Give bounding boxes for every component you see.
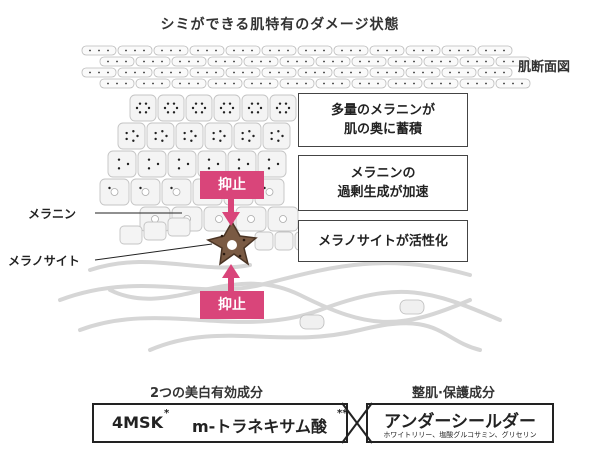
footnote-mark: ** [337,408,348,419]
footnote-mark: * [164,408,170,419]
diagram-title: シミができる肌特有のダメージ状態 [160,17,400,33]
inhibit-tag-top: 抑止 [200,171,264,199]
inhibit-arrow-up [222,264,240,292]
ingredient-4msk: 4MSK [112,413,163,432]
conditioning-ingredients-box: アンダーシールダー ホワイトリリー、塩酸グルコサミン、グリセリン [366,403,554,443]
melanin-label: メラニン [28,207,77,221]
callout-line: メラニンの [350,166,416,181]
callout-line: 肌の奥に蓄積 [343,122,422,137]
callout-melanocyte-activation: メラノサイトが活性化 [298,220,468,262]
callout-line: 多量のメラニンが [330,103,435,118]
ingredient-connector [341,402,373,444]
inhibit-arrow-down [222,198,240,226]
melanocyte-cell [206,220,258,266]
ingredient-tranexamic-acid: m-トラネキサム酸 [192,417,327,436]
whitening-ingredients-heading: 2つの美白有効成分 [150,386,264,401]
dermis-fibers [58,260,502,352]
callout-line: 過剰生成が加速 [337,185,429,200]
inhibit-tag-bottom: 抑止 [200,291,264,319]
conditioning-ingredients-heading: 整肌·保護成分 [412,386,495,401]
melanocyte-pointer-line [94,243,213,261]
ingredient-under-shielder: アンダーシールダー [384,412,536,432]
callout-melanin-overproduction: メラニンの 過剰生成が加速 [298,155,468,211]
cross-section-label: 肌断面図 [518,60,571,75]
callout-line: メラノサイトが活性化 [318,233,448,249]
stratum-corneum [81,45,531,89]
callout-melanin-accumulation: 多量のメラニンが 肌の奥に蓄積 [298,93,468,147]
whitening-ingredients-box: 4MSK * m-トラネキサム酸 ** [92,403,348,443]
melanocyte-label: メラノサイト [8,254,80,268]
ingredient-under-shielder-detail: ホワイトリリー、塩酸グルコサミン、グリセリン [383,431,537,439]
